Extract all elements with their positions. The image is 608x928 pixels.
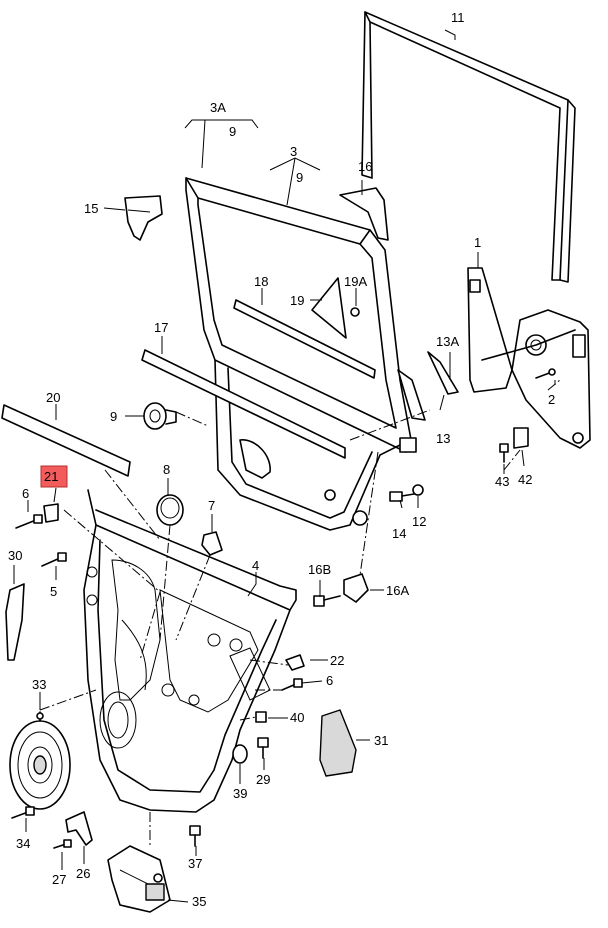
part-15-bracket (124, 195, 163, 241)
callout-20: 20 (46, 390, 60, 405)
callout-14: 14 (392, 526, 406, 541)
part-37-screw (189, 825, 201, 847)
part-4-door-carrier (83, 489, 297, 813)
callout-9-c: 9 (110, 409, 117, 424)
part-2-bolt (535, 368, 556, 379)
part-5-bolt (41, 552, 67, 567)
part-39-plug (232, 744, 248, 764)
callout-27: 27 (52, 872, 66, 887)
part-42-clip (513, 427, 529, 449)
part-29-screw (257, 737, 269, 759)
part-30-trim (5, 583, 25, 661)
part-6-bolt-right (281, 678, 303, 691)
callout-43: 43 (495, 474, 509, 489)
part-6-bolt-left (15, 503, 59, 529)
callout-29: 29 (256, 772, 270, 787)
part-16b-bolt (313, 595, 341, 607)
callout-26: 26 (76, 866, 90, 881)
callout-16b: 16B (308, 562, 331, 577)
part-34-screw (11, 806, 35, 819)
callout-5: 5 (50, 584, 57, 599)
callout-40: 40 (290, 710, 304, 725)
callout-37: 37 (188, 856, 202, 871)
part-19a-clip (350, 307, 360, 317)
callout-6-a: 6 (22, 486, 29, 501)
callout-8: 8 (163, 462, 170, 477)
callout-31: 31 (374, 733, 388, 748)
callout-7: 7 (208, 498, 215, 513)
part-43-bolt (499, 443, 509, 463)
highlight-box-21 (40, 465, 68, 488)
callout-17: 17 (154, 320, 168, 335)
callout-39: 39 (233, 786, 247, 801)
part-16-cover (339, 187, 389, 241)
part-8-plug (156, 494, 184, 526)
callout-11: 11 (451, 10, 465, 25)
callout-1: 1 (474, 235, 481, 250)
callout-19: 19 (290, 293, 304, 308)
part-22-clip (285, 654, 305, 671)
part-13-strip (397, 369, 426, 421)
callout-18: 18 (254, 274, 268, 289)
part-31-trim (319, 709, 357, 777)
part-14-screw (389, 491, 415, 502)
callout-4: 4 (252, 558, 259, 573)
callout-13a: 13A (436, 334, 459, 349)
assembly-lines (39, 379, 561, 848)
part-40-nut (255, 711, 267, 723)
callout-9-b: 9 (296, 170, 303, 185)
part-16a-clip (343, 573, 369, 603)
callout-42: 42 (518, 472, 532, 487)
part-27-screw (53, 839, 72, 849)
callout-3: 3 (290, 144, 297, 159)
callout-15: 15 (84, 201, 98, 216)
part-9-grommet (143, 402, 177, 430)
callout-13: 13 (436, 431, 450, 446)
callout-6-b: 6 (326, 673, 333, 688)
part-1-window-regulator (467, 267, 591, 449)
part-13a-strip (427, 351, 459, 395)
part-12-nut (412, 484, 424, 496)
callout-30: 30 (8, 548, 22, 563)
callout-16: 16 (358, 159, 372, 174)
callout-9-a: 9 (229, 124, 236, 139)
part-35-motor (107, 845, 171, 913)
callout-19a: 19A (344, 274, 367, 289)
callout-12: 12 (412, 514, 426, 529)
door-frame (185, 177, 417, 531)
part-7-clip (201, 531, 223, 556)
part-18-inner-strip (233, 299, 376, 379)
part-26-bracket (65, 811, 93, 846)
part-17-outer-strip (141, 349, 346, 459)
part-20-strip (1, 404, 131, 477)
callout-33: 33 (32, 677, 46, 692)
callout-34: 34 (16, 836, 30, 851)
part-11-window-frame (361, 11, 576, 283)
leader-lines (13, 29, 556, 903)
callout-labels: 11 3A 9 3 9 16 15 1 18 19A 19 17 13A 2 2… (8, 10, 555, 909)
part-33-speaker (9, 711, 71, 810)
callout-22: 22 (330, 653, 344, 668)
callout-35: 35 (192, 894, 206, 909)
callout-21: 21 (44, 469, 58, 484)
callout-3a: 3A (210, 100, 226, 115)
part-19-trim (311, 277, 347, 339)
callout-16a: 16A (386, 583, 409, 598)
callout-2: 2 (548, 392, 555, 407)
